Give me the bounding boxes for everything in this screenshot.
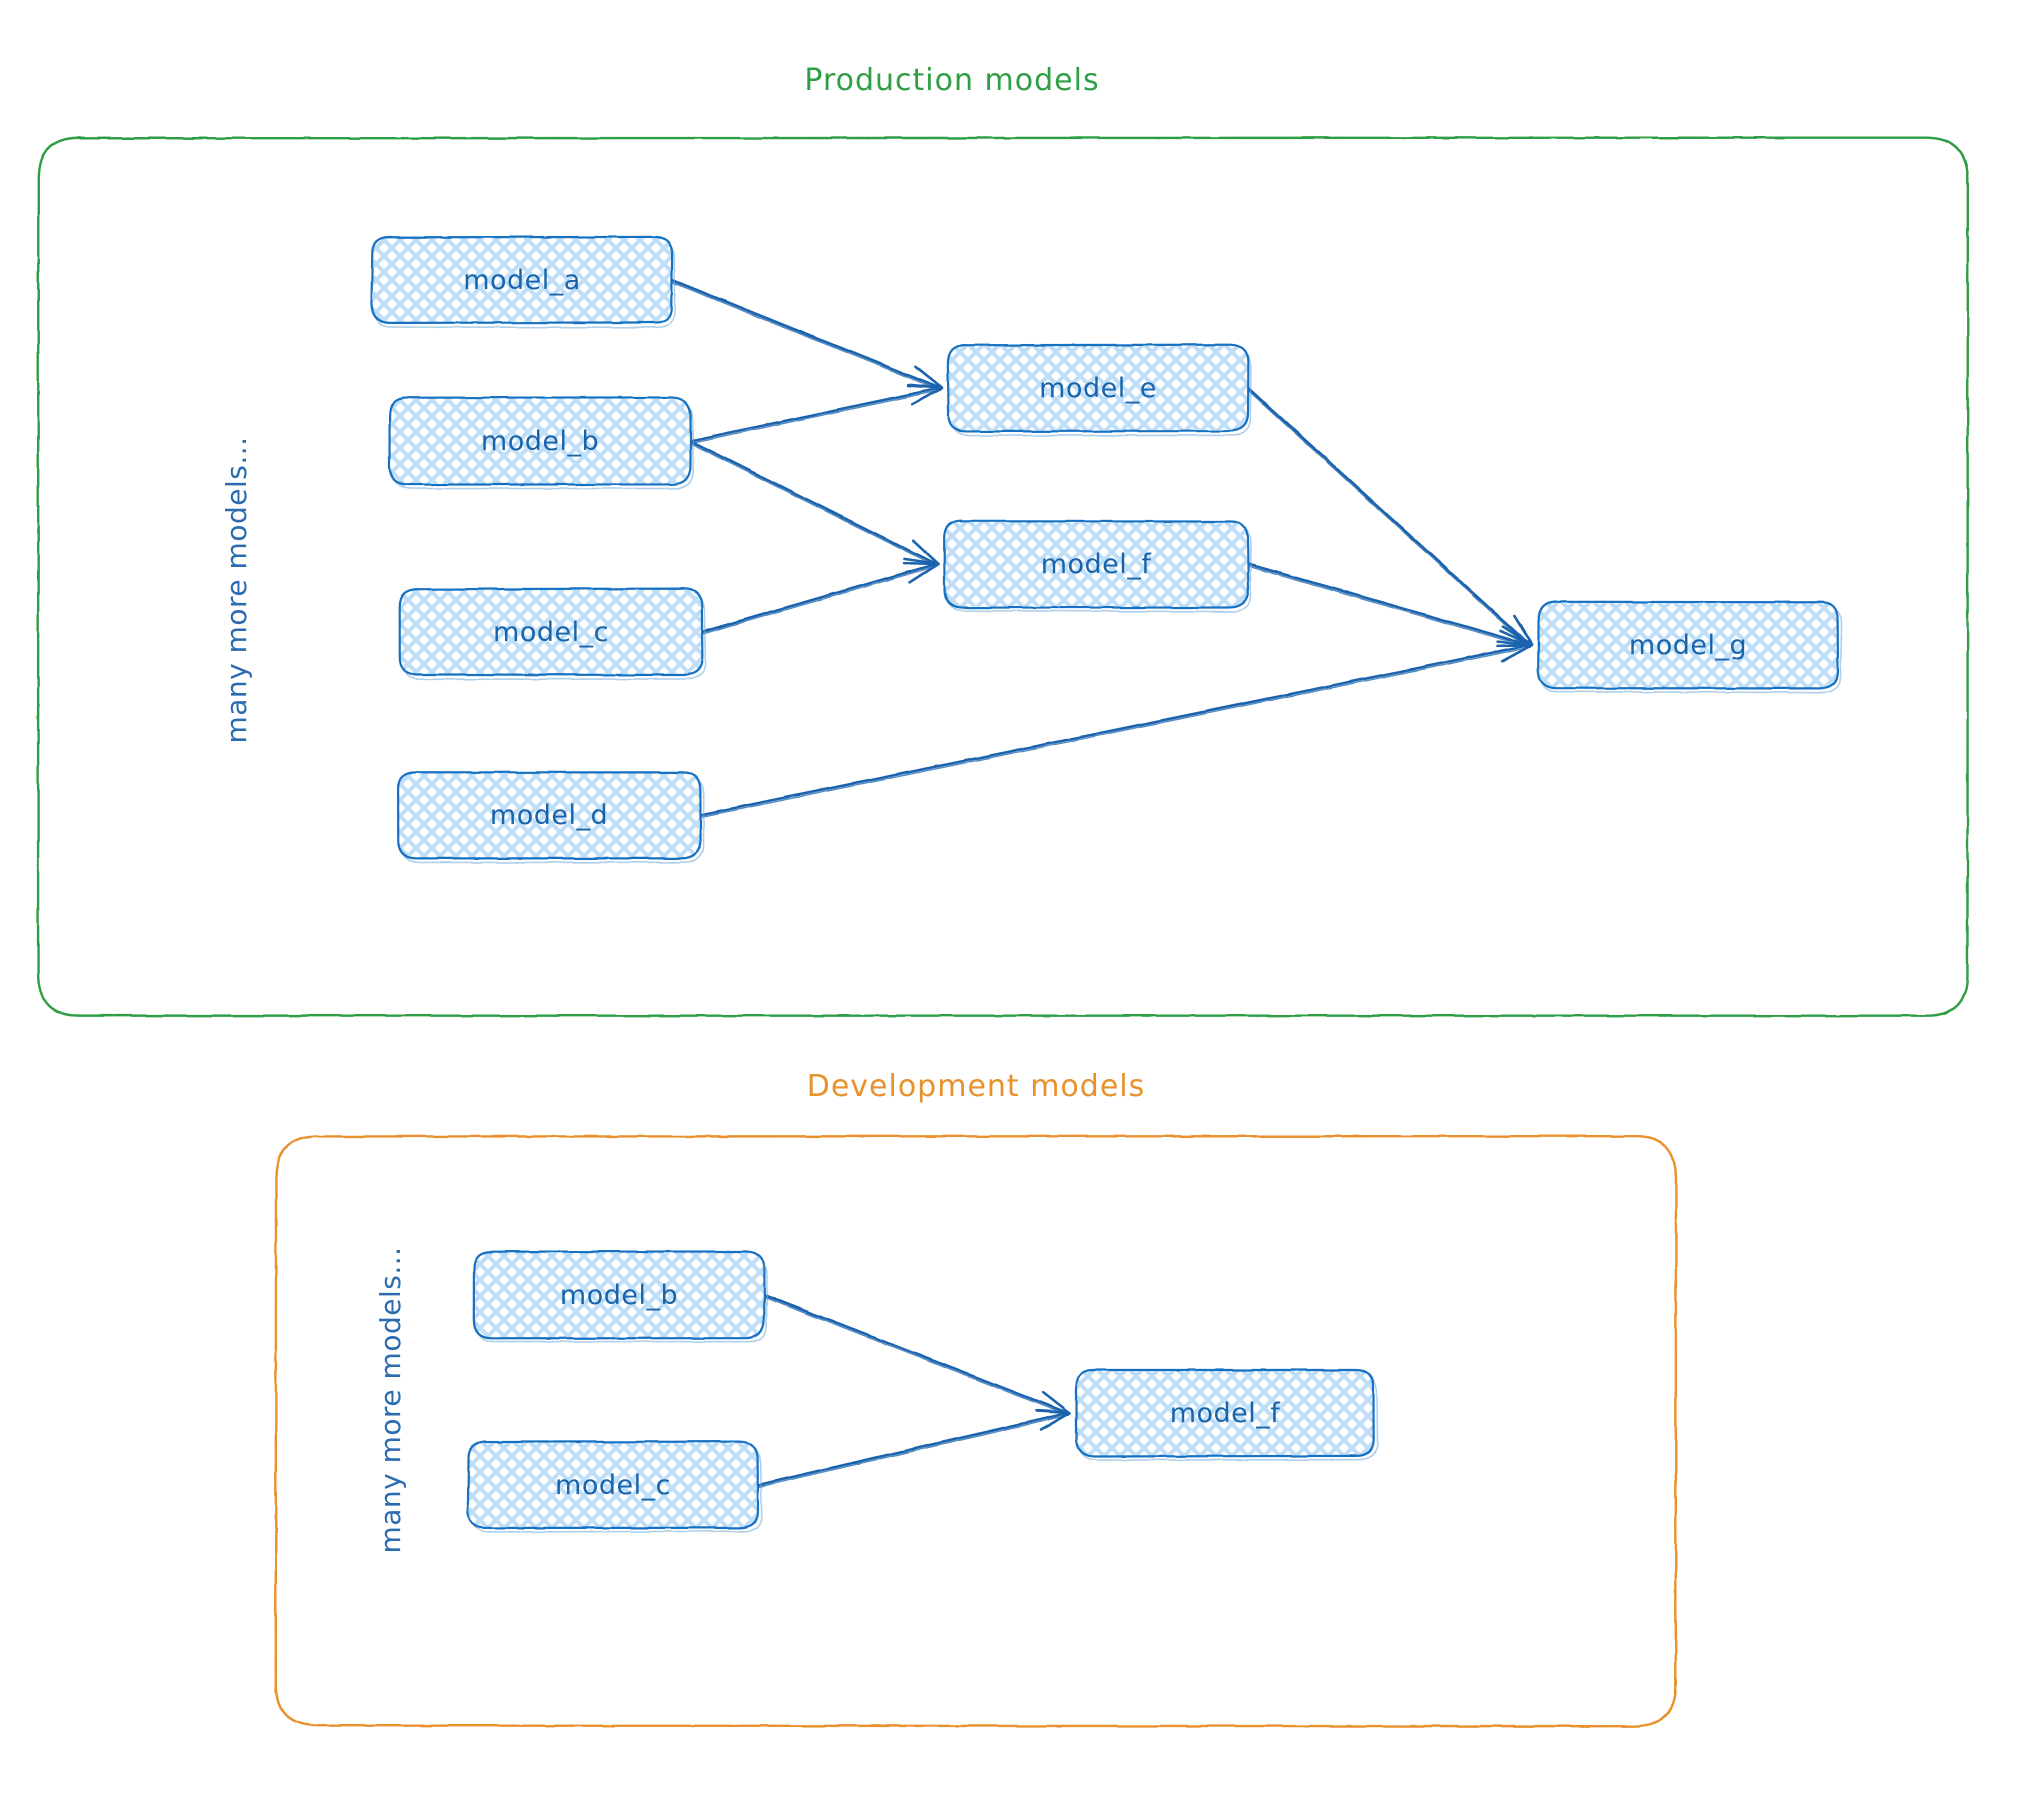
node-prod_d[interactable]: model_d bbox=[398, 772, 704, 863]
node-label-dev_c: model_c bbox=[555, 1470, 671, 1501]
edge-prod_c-to-prod_f bbox=[702, 563, 938, 634]
side-note-development: many more models... bbox=[374, 1246, 407, 1553]
edge-prod_d-to-prod_g bbox=[700, 642, 1532, 818]
node-prod_b[interactable]: model_b bbox=[389, 397, 693, 488]
node-label-prod_b: model_b bbox=[481, 426, 599, 457]
node-prod_e[interactable]: model_e bbox=[948, 345, 1251, 436]
node-dev_c[interactable]: model_c bbox=[468, 1442, 762, 1532]
group-title-production: Production models bbox=[804, 63, 1099, 98]
node-label-dev_f: model_f bbox=[1170, 1398, 1282, 1429]
edge-prod_b-to-prod_f bbox=[690, 441, 938, 566]
node-prod_c[interactable]: model_c bbox=[400, 589, 706, 680]
node-label-prod_g: model_g bbox=[1629, 630, 1747, 661]
node-prod_f[interactable]: model_f bbox=[944, 521, 1251, 612]
node-label-prod_c: model_c bbox=[493, 617, 609, 648]
node-dev_b[interactable]: model_b bbox=[474, 1251, 767, 1341]
node-label-prod_e: model_e bbox=[1039, 373, 1157, 404]
side-note-production: many more models... bbox=[220, 436, 253, 743]
group-frame-development bbox=[276, 1136, 1676, 1726]
nodes-layer: model_a model_b model_c model_d model_emodel… bbox=[371, 237, 1841, 1532]
node-label-prod_a: model_a bbox=[463, 265, 581, 296]
node-label-prod_d: model_d bbox=[490, 800, 608, 831]
node-dev_f[interactable]: model_f bbox=[1076, 1370, 1378, 1460]
node-label-prod_f: model_f bbox=[1041, 549, 1153, 580]
edge-prod_b-to-prod_e bbox=[690, 385, 942, 444]
edge-dev_c-to-dev_f bbox=[758, 1410, 1070, 1487]
edge-dev_b-to-dev_f bbox=[764, 1295, 1070, 1415]
edges-layer bbox=[672, 280, 1532, 1487]
edge-prod_f-to-prod_g bbox=[1248, 564, 1532, 647]
edge-prod_e-to-prod_g bbox=[1248, 388, 1532, 647]
edge-prod_a-to-prod_e bbox=[672, 280, 942, 390]
node-prod_a[interactable]: model_a bbox=[371, 237, 675, 328]
node-prod_g[interactable]: model_g bbox=[1538, 601, 1842, 692]
group-title-development: Development models bbox=[807, 1069, 1146, 1104]
node-label-dev_b: model_b bbox=[560, 1280, 678, 1311]
